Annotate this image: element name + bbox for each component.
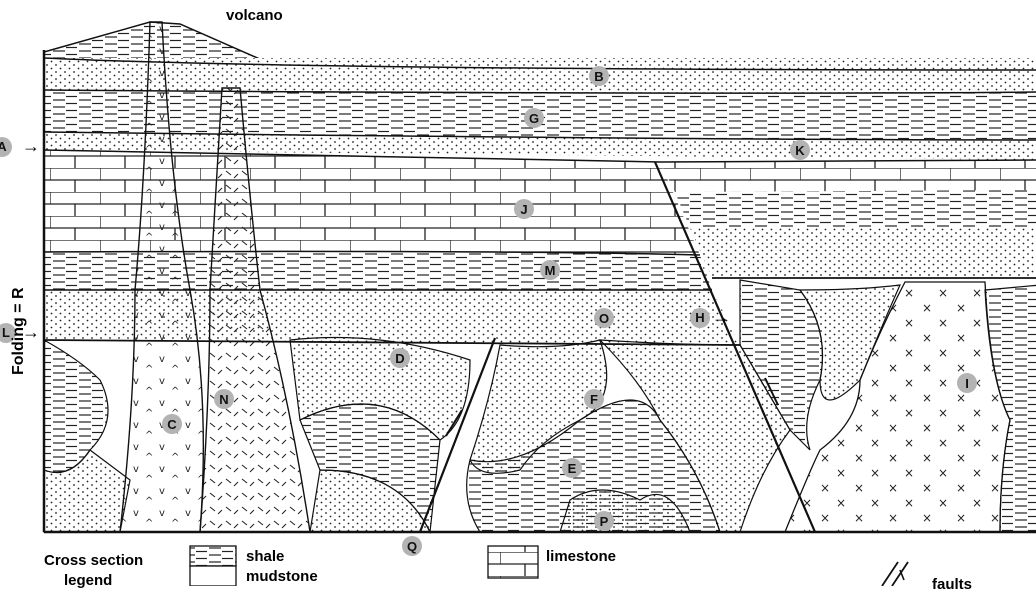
granite-i-label: I: [957, 373, 977, 393]
dyke-c-label: C: [162, 414, 182, 434]
layer-o-label: O: [594, 308, 614, 328]
fault-symbol-icon: [881, 561, 909, 586]
legend-shale-label: shale: [246, 548, 285, 565]
dyke-n-label: N: [214, 389, 234, 409]
legend-title-line2: legend: [64, 572, 113, 589]
layer-b-label: B: [589, 66, 609, 86]
layer-p-label: P: [594, 511, 614, 531]
legend-limestone-label: limestone: [546, 548, 617, 565]
pointer-a-label: A: [0, 136, 12, 157]
legend-title-line1: Cross section: [44, 552, 144, 569]
pointer-l-label: L: [0, 322, 16, 343]
legend-mudstone-swatch: [189, 565, 237, 586]
volcano-label: volcano: [226, 7, 283, 24]
arrow-right-icon: →: [712, 307, 730, 327]
layer-d-label: D: [390, 348, 410, 368]
folding-label: Folding = R: [10, 287, 27, 375]
layer-f-label: F: [584, 389, 604, 409]
pointer-h-label: H: [690, 307, 710, 328]
arrow-right-icon: →: [22, 322, 40, 342]
layer-e-label: E: [562, 458, 582, 478]
layer-g-label: G: [524, 108, 544, 128]
legend-mudstone-label: mudstone: [246, 568, 318, 585]
legend-limestone-swatch: [487, 545, 539, 579]
layer-j-label: J: [514, 199, 534, 219]
layer-m-label: M: [540, 260, 560, 280]
pointer-l: L →: [0, 322, 40, 343]
unconformity-q-label: Q: [402, 536, 422, 556]
legend-shale-swatch: [189, 545, 237, 567]
pointer-a: A →: [0, 136, 40, 157]
legend-faults-label: faults: [932, 576, 973, 593]
arrow-right-icon: →: [22, 136, 40, 156]
layer-k-label: K: [790, 140, 810, 160]
pointer-h: H →: [690, 307, 730, 328]
